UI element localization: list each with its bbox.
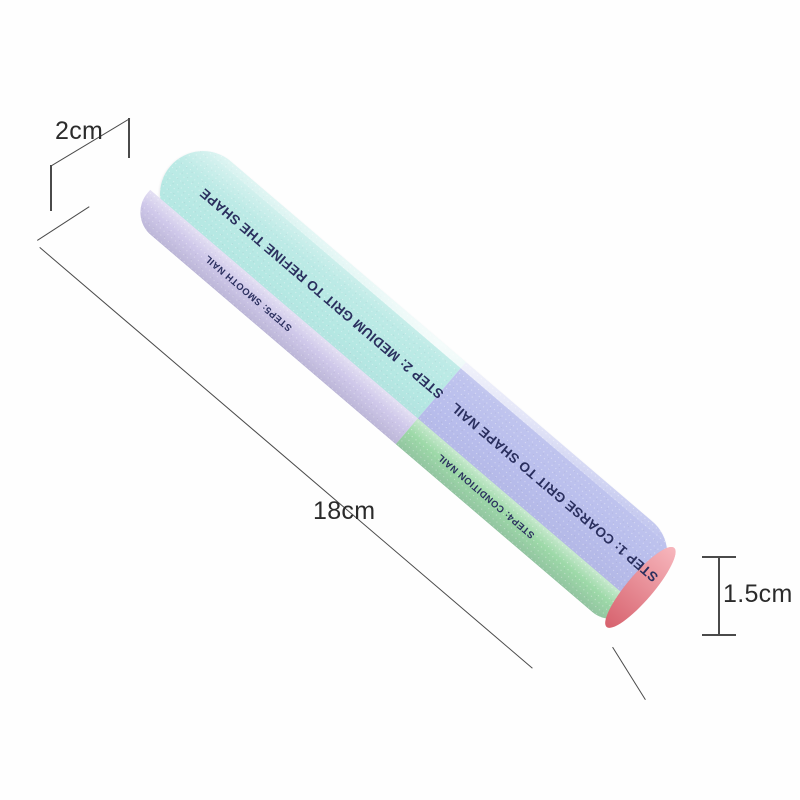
length-label: 18cm <box>313 497 376 525</box>
width-tick-left <box>50 165 52 211</box>
length-tick-end <box>612 646 647 700</box>
length-tick-start <box>37 206 90 242</box>
width-label: 2cm <box>55 117 104 145</box>
height-label: 1.5cm <box>723 580 793 608</box>
width-tick-right <box>128 118 130 158</box>
side-face-sheen <box>128 189 637 632</box>
height-measure-line <box>718 556 720 635</box>
side-face <box>128 189 637 632</box>
